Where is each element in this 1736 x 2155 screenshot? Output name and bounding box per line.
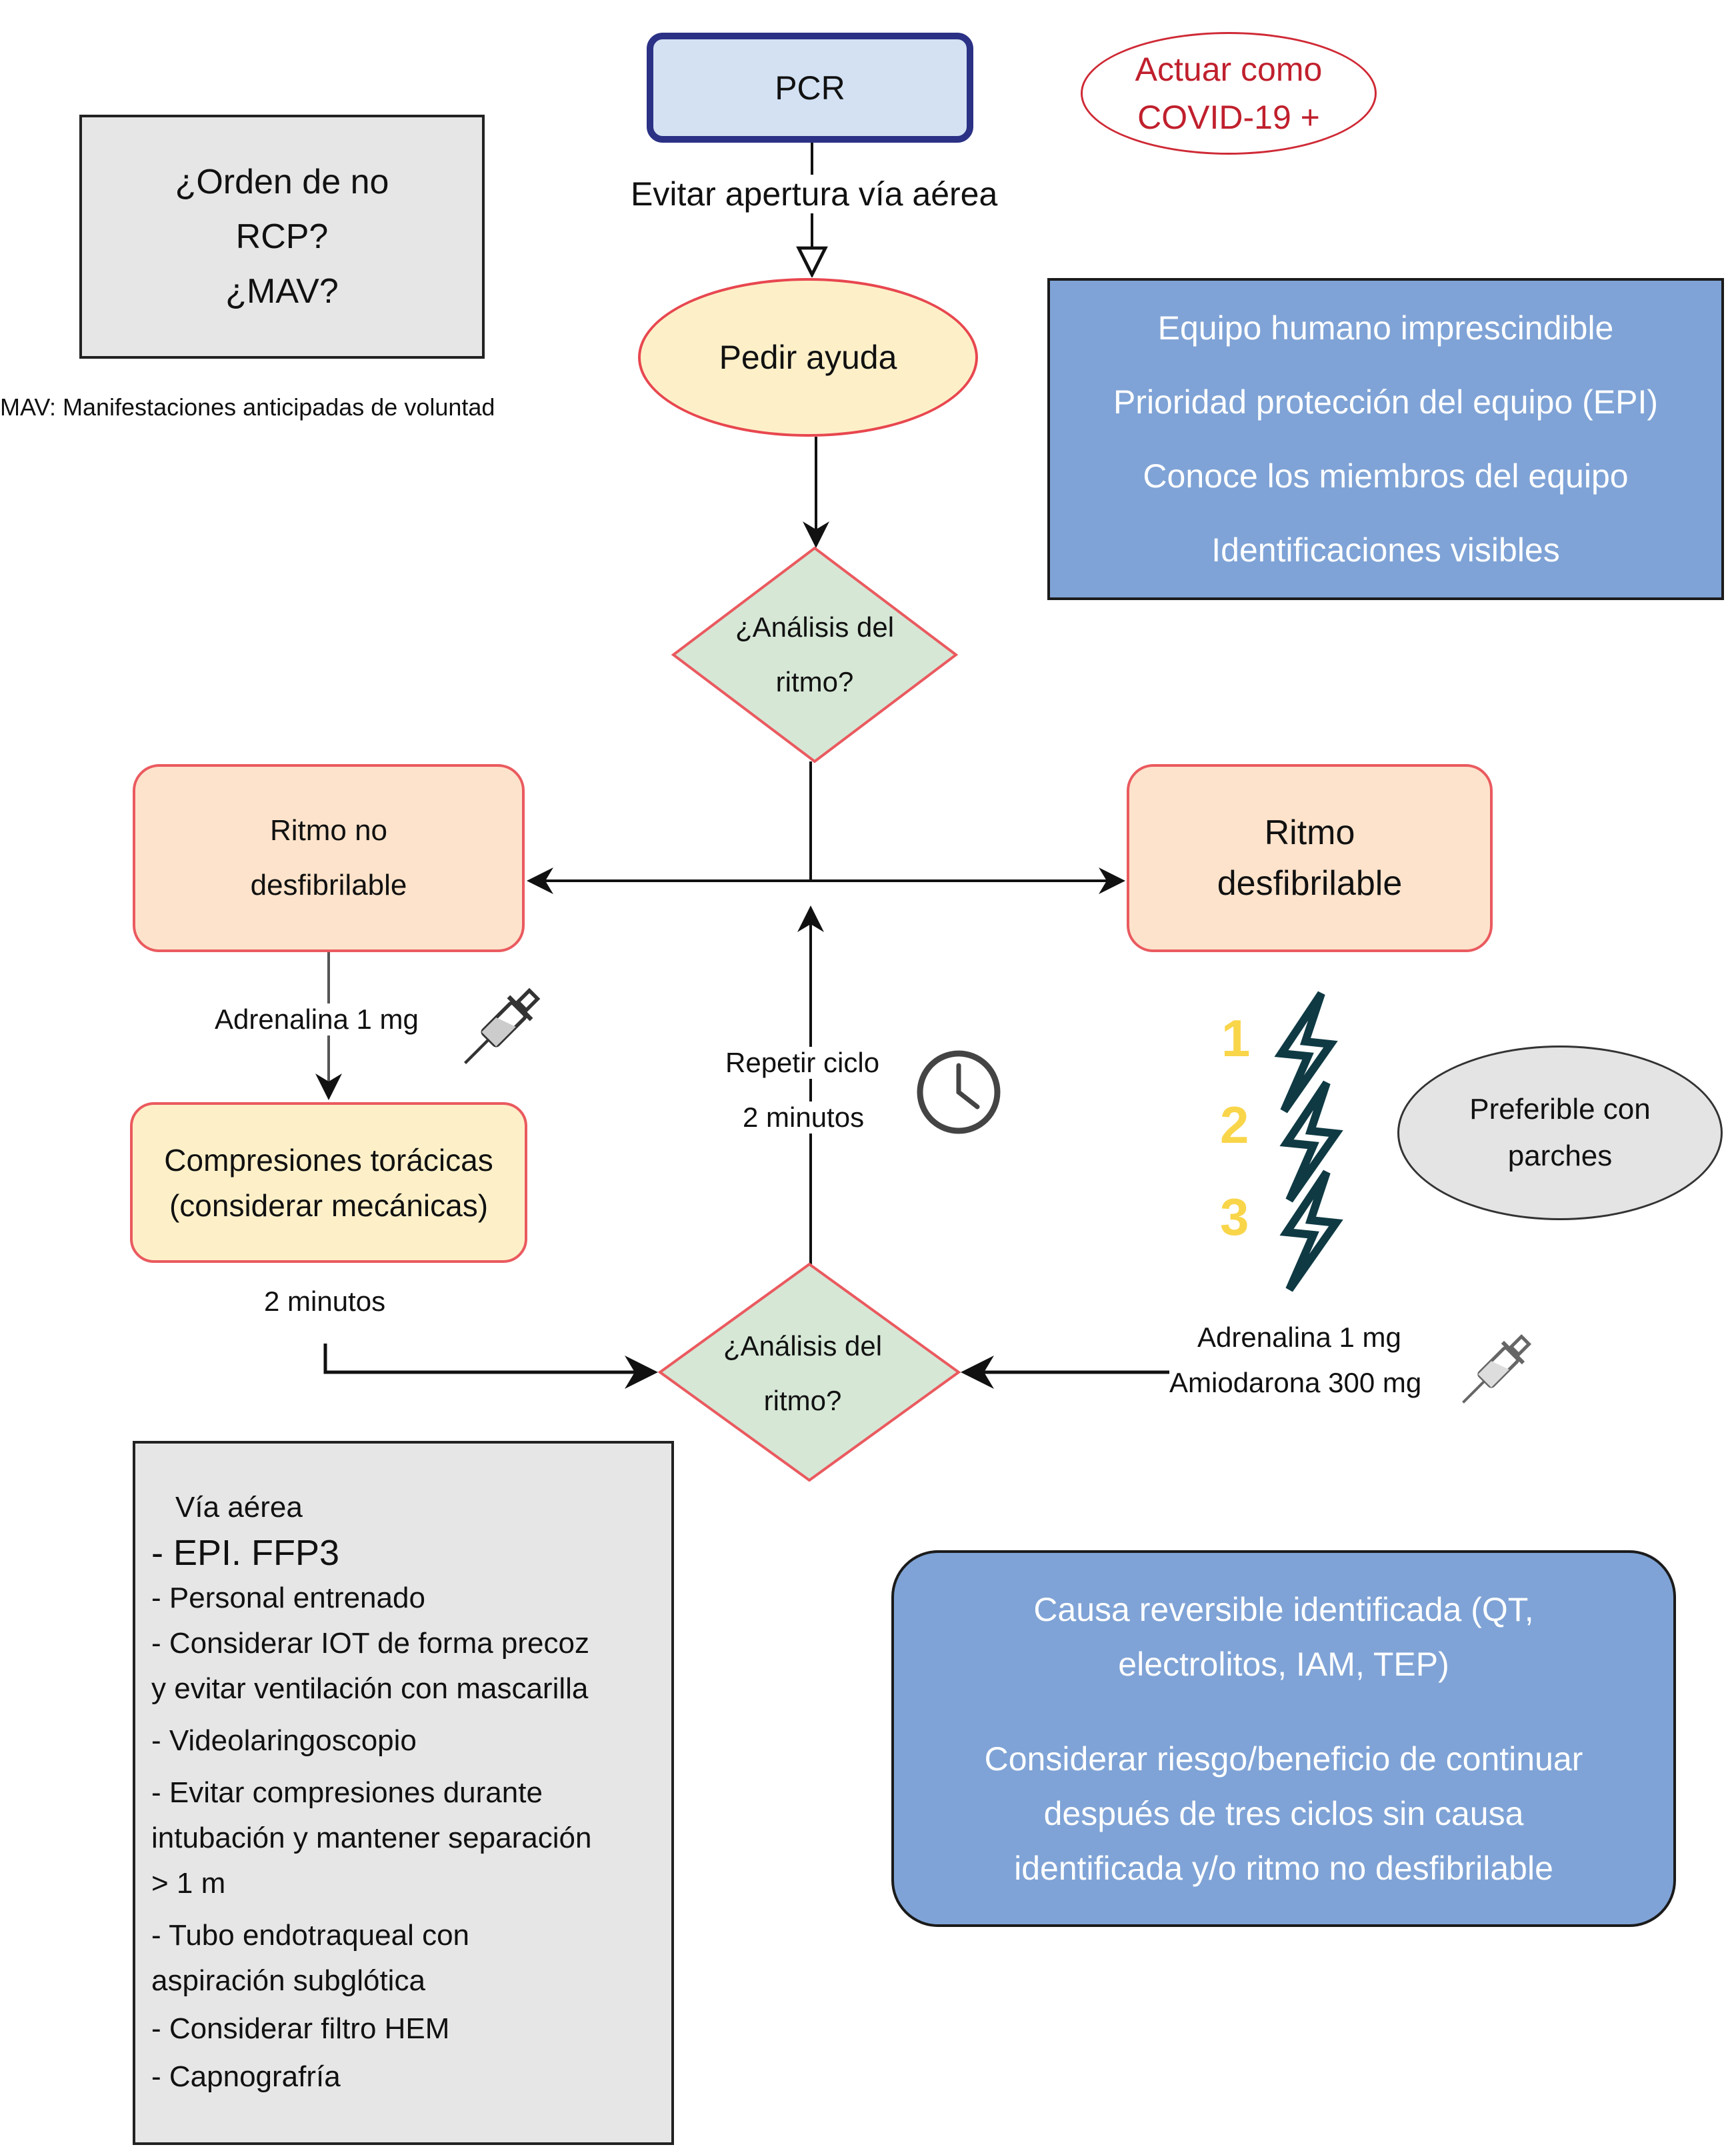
help-node[interactable]: Pedir ayuda (638, 278, 978, 437)
decision-top-line-2: ritmo? (775, 666, 854, 697)
cause-p1-line-1: Causa reversible identificada (QT, (1033, 1590, 1534, 1628)
airway-item: > 1 m (151, 1867, 226, 1900)
drugs-right-line-1: Adrenalina 1 mg (1197, 1322, 1401, 1354)
airway-item: - Tubo endotraqueal con (151, 1919, 470, 1952)
cause-p2-line-3: identificada y/o ritmo no desfibrilable (1014, 1849, 1553, 1887)
cause-p2-line-2: después de tres ciclos sin causa (1043, 1794, 1524, 1832)
dnr-line-3: ¿MAV? (225, 272, 339, 311)
team-line-3: Conoce los miembros del equipo (1143, 457, 1629, 495)
dnr-line-2: RCP? (235, 217, 329, 256)
clock-icon (917, 1050, 1001, 1134)
airway-item: aspiración subglótica (151, 1964, 425, 1997)
shock-number-2: 2 (1220, 1096, 1249, 1154)
shock-number-1: 1 (1221, 1009, 1251, 1067)
decision-top-label[interactable]: ¿Análisis del ritmo? (688, 600, 941, 709)
non-shockable-line-1: Ritmo no (269, 814, 388, 847)
pads-line-1: Preferible con (1469, 1093, 1651, 1126)
decision-bottom-label[interactable]: ¿Análisis del ritmo? (676, 1319, 929, 1428)
repeat-cycle-line-2: 2 minutos (740, 1102, 867, 1134)
airway-item: - EPI. FFP3 (151, 1533, 340, 1573)
pads-line-2: parches (1507, 1140, 1613, 1172)
airway-title: Vía aérea (175, 1491, 303, 1524)
airway-item: - Capnografría (151, 2060, 341, 2093)
shockable-line-1: Ritmo (1264, 813, 1355, 852)
team-line-1: Equipo humano imprescindible (1157, 309, 1614, 347)
compressions-line-1: Compresiones torácicas (164, 1142, 493, 1178)
lightning-bolt-icon-2 (1279, 1080, 1343, 1203)
airway-item: - Personal entrenado (151, 1582, 425, 1614)
cause-p2-line-1: Considerar riesgo/beneficio de continuar (984, 1740, 1583, 1778)
compressions-line-2: (considerar mecánicas) (169, 1188, 489, 1223)
edge-label-airway: Evitar apertura vía aérea (627, 175, 1002, 213)
team-line-2: Prioridad protección del equipo (EPI) (1113, 383, 1659, 421)
dnr-question-box: ¿Orden de no RCP? ¿MAV? (79, 115, 485, 359)
airway-item: - Evitar compresiones durante (151, 1776, 543, 1809)
two-minutes-left-label: 2 minutos (264, 1286, 386, 1317)
airway-item: y evitar ventilación con mascarilla (151, 1672, 589, 1705)
lightning-bolt-icon-1 (1274, 991, 1338, 1114)
adrenaline-label-left: Adrenalina 1 mg (212, 1003, 421, 1035)
team-info-box: Equipo humano imprescindible Prioridad p… (1047, 278, 1724, 600)
syringe-icon-2 (1462, 1334, 1532, 1404)
airway-item: - Considerar filtro HEM (151, 2012, 450, 2045)
covid-line-1: Actuar como (1135, 50, 1323, 88)
shockable-rhythm-node[interactable]: Ritmo desfibrilable (1127, 764, 1493, 952)
dnr-line-1: ¿Orden de no (175, 163, 389, 201)
help-node-label: Pedir ayuda (719, 339, 897, 376)
covid-warning-ellipse: Actuar como COVID-19 + (1081, 32, 1377, 155)
start-node-label: PCR (775, 69, 845, 107)
decision-top-line-1: ¿Análisis del (735, 611, 895, 643)
edge-compressions-to-decision (323, 1344, 658, 1389)
airway-item: - Videolaringoscopio (151, 1724, 417, 1757)
covid-line-2: COVID-19 + (1137, 99, 1320, 136)
lightning-bolt-icon-3 (1279, 1170, 1343, 1292)
cause-p1-line-2: electrolitos, IAM, TEP) (1118, 1645, 1449, 1683)
shockable-line-2: desfibrilable (1217, 864, 1403, 903)
syringe-icon (463, 987, 541, 1065)
non-shockable-rhythm-node[interactable]: Ritmo no desfibrilable (133, 764, 525, 952)
shock-number-3: 3 (1220, 1188, 1249, 1246)
start-node-pcr[interactable]: PCR (647, 33, 973, 143)
airway-item: intubación y mantener separación (151, 1822, 592, 1854)
decision-bottom-line-2: ritmo? (763, 1385, 842, 1416)
drugs-right-line-2: Amiodarona 300 mg (1169, 1367, 1422, 1399)
non-shockable-line-2: desfibrilable (250, 869, 407, 901)
mav-footnote: MAV: Manifestaciones anticipadas de volu… (0, 393, 495, 421)
airway-box: Vía aérea - EPI. FFP3 - Personal entrena… (133, 1441, 674, 2145)
pads-note-ellipse: Preferible con parches (1397, 1045, 1723, 1220)
airway-item: - Considerar IOT de forma precoz (151, 1627, 589, 1660)
reversible-cause-box: Causa reversible identificada (QT, elect… (891, 1550, 1676, 1927)
compressions-node[interactable]: Compresiones torácicas (considerar mecán… (130, 1102, 527, 1263)
team-line-4: Identificaciones visibles (1211, 531, 1560, 569)
repeat-cycle-line-1: Repetir ciclo (723, 1047, 883, 1079)
decision-bottom-line-1: ¿Análisis del (723, 1330, 883, 1362)
